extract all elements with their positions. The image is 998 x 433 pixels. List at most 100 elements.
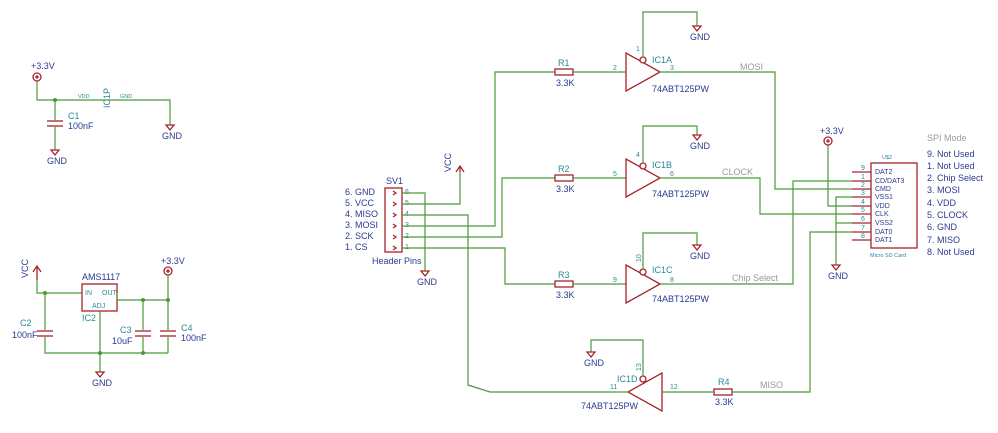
sd-pin-6: 6 <box>861 216 865 223</box>
gnd-ic1c-label: GND <box>690 251 711 261</box>
sd-pinname-clk: CLK <box>875 211 889 218</box>
gnd-header-label: GND <box>417 277 438 287</box>
ic1a-pin-oe: 1 <box>636 46 640 53</box>
ic1b-ref: IC1B <box>652 160 672 170</box>
sd-pinname-vss2: VSS2 <box>875 220 893 227</box>
signal-nets: MOSI CLOCK Chip Select MISO GND +3.3V <box>660 62 852 393</box>
sd-pin-5: 5 <box>861 207 865 214</box>
buffer-ic1b: IC1B 74ABT125PW 4 5 6 <box>613 152 710 199</box>
ams1117-ref: IC2 <box>82 313 96 323</box>
ic1a-part: 74ABT125PW <box>652 84 710 94</box>
supply-3v3-regulator: +3.3V <box>161 256 185 276</box>
header-sv1: SV1 Header Pins 6. GND 5. VCC 4. MISO 3.… <box>345 176 422 266</box>
sdcard-ref: U$2 <box>882 155 892 161</box>
spi-mode-title: SPI Mode <box>927 133 967 143</box>
r2-value: 3.3K <box>556 184 575 194</box>
resistor-r3: R3 3.3K <box>554 270 575 300</box>
sd-pinname-dat1: DAT1 <box>875 237 892 244</box>
gnd-ic1b-label: GND <box>690 141 711 151</box>
gnd-ic1a-label: GND <box>690 32 711 42</box>
gnd-sdcard-label: GND <box>828 271 849 281</box>
capacitor-c1: C1 100nF <box>47 111 94 131</box>
ams1117-part: AMS1117 <box>82 272 120 282</box>
sd-pinname-dat2: DAT2 <box>875 169 892 176</box>
resistor-r4: R4 3.3K <box>713 377 734 407</box>
r1-value: 3.3K <box>556 78 575 88</box>
sd-pin-3: 3 <box>861 190 865 197</box>
r2-ref: R2 <box>558 164 570 174</box>
ic1d-part: 74ABT125PW <box>581 401 639 411</box>
ic1a-ref: IC1A <box>652 55 672 65</box>
header-name-2: 2. SCK <box>345 231 374 241</box>
ic1p-vdd-pin: VDD <box>78 94 90 100</box>
c1-ref: C1 <box>68 111 80 121</box>
sd-pin-2: 2 <box>861 182 865 189</box>
sd-pinname-cmd: CMD <box>875 186 891 193</box>
sd-pinname-vss1: VSS1 <box>875 194 893 201</box>
net-cs-label: Chip Select <box>732 273 779 283</box>
supply-vcc-header: VCC <box>443 152 465 173</box>
sd-pinname-cddat3: CD/DAT3 <box>875 178 905 185</box>
c3-ref: C3 <box>120 325 132 335</box>
ic1c-part: 74ABT125PW <box>652 294 710 304</box>
ams1117-regulator: AMS1117 IN OUT ADJ IC2 <box>81 272 120 323</box>
buffer-ic1a: IC1A 74ABT125PW 1 2 3 <box>613 46 710 94</box>
gnd-ic1d: GND <box>584 351 605 368</box>
ic1d-pin-in: 11 <box>610 384 617 391</box>
header-name-1: 1. CS <box>345 242 368 252</box>
sd-pinname-vdd: VDD <box>875 203 890 210</box>
gnd-regulator-label: GND <box>92 378 113 388</box>
sd-pin-1: 1 <box>861 174 865 181</box>
gnd-ic1d-label: GND <box>584 358 605 368</box>
regulator-section: VCC C2 100nF AMS1117 IN OUT ADJ IC2 <box>12 256 207 388</box>
gnd-header: GND <box>417 270 438 287</box>
r4-ref: R4 <box>718 377 730 387</box>
ams1117-in-pin: IN <box>85 290 92 297</box>
sd-pin-9: 9 <box>861 165 865 172</box>
gnd-c1: GND <box>47 149 68 166</box>
ic1a-pin-in: 2 <box>613 65 617 72</box>
ic1c-ref: IC1C <box>652 265 673 275</box>
ams1117-out-pin: OUT <box>102 290 118 297</box>
ams1117-adj-pin: ADJ <box>92 303 105 310</box>
resistor-r2: R2 3.3K <box>554 164 575 194</box>
ic1c-pin-oe: 10 <box>636 254 643 262</box>
spi-mode-item-8: 8. Not Used <box>927 247 975 257</box>
c4-ref: C4 <box>181 323 193 333</box>
sdcard-label: Micro SD Card <box>870 253 906 259</box>
sd-pin-7: 7 <box>861 225 865 232</box>
ic1p-ref: IC1P <box>102 88 112 108</box>
ic1d-pin-out: 12 <box>670 384 678 391</box>
gnd-c1-label: GND <box>47 156 68 166</box>
sdcard-pin-lines <box>852 171 871 241</box>
ic1p-power-block: VDD GND IC1P <box>78 88 132 108</box>
supply-vcc-left: VCC <box>20 258 42 280</box>
r1-ref: R1 <box>558 58 570 68</box>
r4-value: 3.3K <box>715 397 734 407</box>
ic1b-part: 74ABT125PW <box>652 189 710 199</box>
ic1d-pin-oe: 13 <box>636 363 643 371</box>
capacitor-c3: C3 10uF <box>112 325 151 346</box>
buffer-ic1d: IC1D 74ABT125PW 13 11 12 <box>581 363 678 413</box>
c4-value: 100nF <box>181 333 207 343</box>
c3-value: 10uF <box>112 336 133 346</box>
vcc-header-label: VCC <box>443 152 453 172</box>
header-ref: SV1 <box>386 176 403 186</box>
sd-pin-4: 4 <box>861 199 865 206</box>
net-clock-label: CLOCK <box>722 167 753 177</box>
ic1-decoupling: +3.3V C1 100nF GND VDD GND IC1P GND <box>31 61 183 166</box>
spi-mode-item-5: 5. CLOCK <box>927 210 968 220</box>
capacitor-c2: C2 100nF <box>12 318 53 340</box>
ic1b-pin-out: 6 <box>670 171 674 178</box>
c1-value: 100nF <box>68 121 94 131</box>
supply-3v3-label: +3.3V <box>31 61 55 71</box>
spi-mode-legend: SPI Mode 9. Not Used 1. Not Used 2. Chip… <box>927 133 984 257</box>
header-name-5: 5. VCC <box>345 198 375 208</box>
capacitor-c4: C4 100nF <box>160 323 207 343</box>
micro-sd-card: U$2 Micro SD Card 9 1 2 3 4 5 6 7 8 DAT2… <box>852 155 918 259</box>
header-name-6: 6. GND <box>345 187 376 197</box>
header-name-4: 4. MISO <box>345 209 378 219</box>
ic1d-ref: IC1D <box>617 374 638 384</box>
gnd-ic1c: GND <box>690 244 711 261</box>
gnd-ic1p: GND <box>162 124 183 141</box>
